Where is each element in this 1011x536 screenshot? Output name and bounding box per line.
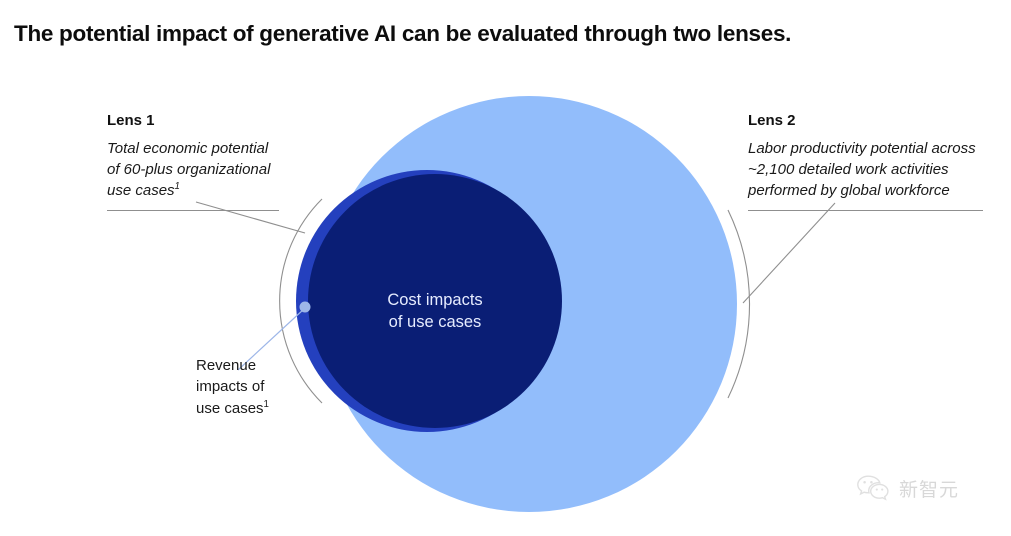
- lens1-divider: [107, 209, 279, 211]
- lens2-block: Lens 2 Labor productivity potential acro…: [748, 112, 983, 211]
- revenue-leader-line: [237, 308, 305, 371]
- revenue-callout-line2: impacts of: [196, 378, 265, 396]
- lens2-description: Labor productivity potential across ~2,1…: [748, 139, 976, 200]
- revenue-callout-line3: use cases1: [196, 398, 316, 419]
- revenue-impacts-callout: Revenue impacts of use cases1: [196, 355, 316, 419]
- lens1-description: Total economic potential of 60-plus orga…: [107, 138, 279, 202]
- watermark-text: 新智元: [899, 478, 960, 501]
- lens1-bracket-arc: [279, 198, 323, 404]
- lens2-bracket-arc: [727, 209, 751, 399]
- lens1-footnote-marker: 1: [174, 181, 180, 193]
- watermark: 新智元: [856, 474, 959, 502]
- cost-impacts-label-line1: Cost impacts: [387, 291, 482, 309]
- revenue-callout-line1: Revenue: [196, 357, 257, 374]
- lens2-divider: [748, 209, 983, 211]
- lens1-heading: Lens 1: [107, 112, 155, 129]
- lens2-leader-line: [742, 202, 836, 304]
- lens1-block: Lens 1 Total economic potential of 60-pl…: [107, 112, 279, 211]
- lens1-leader-line: [195, 201, 306, 234]
- revenue-callout-line3-text: use cases: [196, 399, 264, 417]
- cost-impacts-circle: [308, 174, 562, 428]
- revenue-leader-dot: [299, 301, 311, 313]
- page-title: The potential impact of generative AI ca…: [14, 21, 792, 46]
- cost-impacts-label-line2: of use cases: [389, 313, 482, 331]
- revenue-footnote-marker: 1: [263, 398, 269, 410]
- wechat-icon: [857, 475, 889, 501]
- lens1-description-text: Total economic potential of 60-plus orga…: [107, 139, 271, 200]
- lens2-heading: Lens 2: [748, 112, 796, 129]
